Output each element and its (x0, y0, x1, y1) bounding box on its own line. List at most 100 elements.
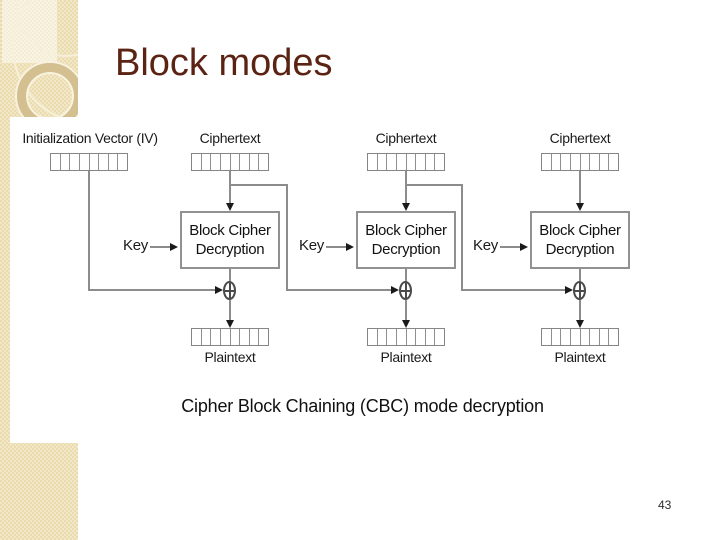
arrow-down-icon (576, 203, 584, 211)
connector-line (229, 184, 288, 186)
block-cell (202, 329, 212, 345)
block-cell (378, 329, 388, 345)
block-cell (211, 154, 221, 170)
block-cell (259, 329, 268, 345)
block-cell (368, 329, 378, 345)
box-text: Block Cipher (539, 222, 621, 239)
connector-line (405, 171, 407, 203)
connector-line (286, 184, 288, 291)
box-text: Decryption (371, 241, 441, 258)
arrow-right-icon (565, 286, 573, 294)
plaintext-label: Plaintext (380, 349, 432, 365)
block-cell (221, 329, 231, 345)
arrow-right-icon (391, 286, 399, 294)
block-cell (109, 154, 119, 170)
block-cell (211, 329, 221, 345)
plaintext-block (541, 328, 619, 346)
connector-line (229, 171, 231, 203)
xor-icon (223, 281, 236, 300)
box-text: Decryption (195, 241, 265, 258)
block-cell (221, 154, 231, 170)
arrow-right-icon (215, 286, 223, 294)
block-cell (80, 154, 90, 170)
block-cell (426, 154, 436, 170)
arrow-down-icon (576, 320, 584, 328)
connector-line (405, 300, 407, 320)
block-cell (542, 154, 552, 170)
block-cell (552, 154, 562, 170)
box-text: Block Cipher (365, 222, 447, 239)
block-cell (259, 154, 268, 170)
iv-label: Initialization Vector (IV) (22, 130, 158, 146)
connector-line (405, 269, 407, 281)
block-cell (240, 154, 250, 170)
block-cell (552, 329, 562, 345)
block-cell (561, 329, 571, 345)
block-cell (435, 329, 444, 345)
page-number: 43 (658, 498, 672, 512)
block-cell (90, 154, 100, 170)
connector-line (229, 269, 231, 281)
block-cell (70, 154, 80, 170)
connector-line (326, 246, 346, 248)
block-cell (240, 329, 250, 345)
ciphertext-block (541, 153, 619, 171)
block-cell (231, 329, 241, 345)
block-cell (600, 154, 610, 170)
arrow-down-icon (402, 203, 410, 211)
key-label: Key (473, 237, 498, 254)
block-cell (192, 154, 202, 170)
key-label: Key (123, 237, 148, 254)
connector-line (229, 300, 231, 320)
box-text: Decryption (545, 241, 615, 258)
block-cell (542, 329, 552, 345)
xor-icon (399, 281, 412, 300)
arrow-right-icon (346, 243, 354, 251)
block-cell (192, 329, 202, 345)
ciphertext-label: Ciphertext (549, 130, 611, 146)
connector-line (579, 300, 581, 320)
block-cell (118, 154, 127, 170)
block-cell (387, 329, 397, 345)
connector-line (286, 289, 391, 291)
block-cell (609, 329, 618, 345)
block-cell (368, 154, 378, 170)
block-cell (61, 154, 71, 170)
key-label: Key (299, 237, 324, 254)
connector-line (150, 246, 170, 248)
block-cell (590, 154, 600, 170)
block-cell (407, 154, 417, 170)
connector-line (88, 171, 90, 290)
block-cell (426, 329, 436, 345)
block-cell (561, 154, 571, 170)
iv-block (50, 153, 128, 171)
block-cell (387, 154, 397, 170)
arrow-right-icon (170, 243, 178, 251)
plaintext-block (191, 328, 269, 346)
arrow-down-icon (226, 203, 234, 211)
block-cell (99, 154, 109, 170)
block-cell (407, 329, 417, 345)
ciphertext-label: Ciphertext (375, 130, 437, 146)
ciphertext-label: Ciphertext (199, 130, 261, 146)
xor-icon (573, 281, 586, 300)
block-cipher-decryption-box: Block Cipher Decryption (530, 211, 630, 269)
diagram-caption: Cipher Block Chaining (CBC) mode decrypt… (181, 396, 544, 416)
slide-title: Block modes (115, 42, 333, 84)
arrow-right-icon (520, 243, 528, 251)
block-cell (202, 154, 212, 170)
ciphertext-block (367, 153, 445, 171)
plaintext-label: Plaintext (554, 349, 606, 365)
block-cell (250, 154, 260, 170)
block-cell (397, 329, 407, 345)
connector-line (461, 184, 463, 291)
arrow-down-icon (226, 320, 234, 328)
block-cell (416, 329, 426, 345)
connector-line (88, 289, 216, 291)
box-text: Block Cipher (189, 222, 271, 239)
connector-line (579, 269, 581, 281)
block-cell (600, 329, 610, 345)
ciphertext-block (191, 153, 269, 171)
block-cell (231, 154, 241, 170)
